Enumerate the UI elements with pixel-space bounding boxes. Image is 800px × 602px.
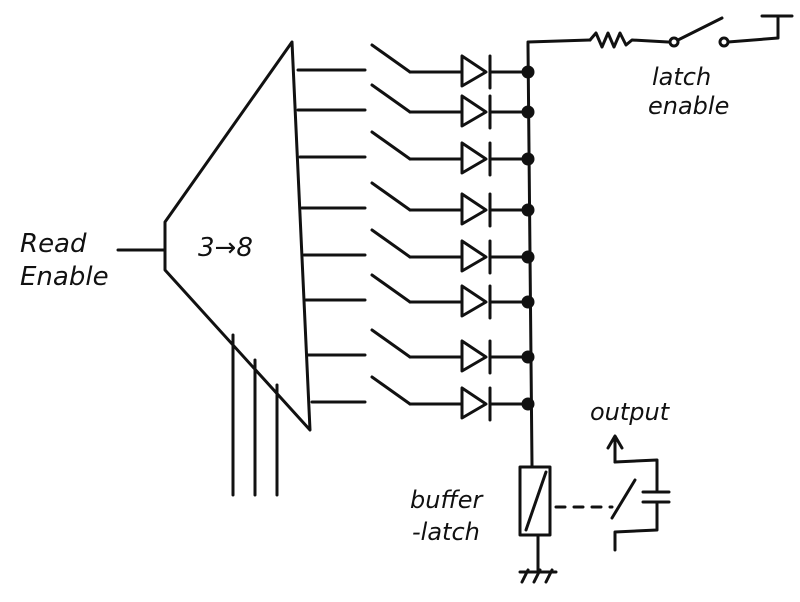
buffer-latch — [518, 463, 614, 584]
buffer-label-1: buffer — [410, 486, 485, 514]
latch-enable-branch — [526, 14, 794, 49]
output-label: output — [590, 398, 671, 426]
diode-rows — [296, 43, 535, 422]
row-switch — [370, 228, 412, 259]
latch-label-1: latch — [652, 63, 711, 91]
junction-dot — [521, 250, 535, 264]
junction-dot — [521, 105, 535, 119]
row-switch — [370, 273, 412, 304]
diode-icon — [460, 386, 488, 420]
diode-icon — [460, 239, 488, 273]
row-switch — [370, 83, 412, 114]
buffer-label-2: -latch — [412, 518, 480, 546]
row-switch — [370, 181, 412, 212]
row-switch — [370, 328, 412, 359]
diode-icon — [460, 284, 488, 318]
diode-icon — [460, 94, 488, 128]
diode-icon — [460, 192, 488, 226]
diode-icon — [460, 339, 488, 373]
switch-lever — [676, 16, 724, 42]
read-label-2: Enable — [20, 262, 109, 292]
diode-icon — [460, 141, 488, 175]
read-label-1: Read — [20, 229, 87, 259]
output-circuit — [606, 434, 671, 552]
decoder-label: 3→8 — [198, 233, 253, 263]
junction-dot — [521, 397, 535, 411]
diode-icon — [460, 54, 488, 88]
row-switch — [370, 130, 412, 161]
decoder-block — [163, 40, 312, 432]
row-switch — [370, 375, 412, 406]
address-lines — [231, 333, 279, 497]
switch-contact — [668, 36, 680, 48]
junction-dot — [521, 203, 535, 217]
latch-label-2: enable — [648, 92, 729, 120]
junction-dot — [521, 65, 535, 79]
output-switch — [610, 478, 637, 520]
junction-dot — [521, 350, 535, 364]
resistor-icon — [588, 31, 670, 49]
junction-dot — [521, 152, 535, 166]
row-switch — [370, 43, 412, 74]
junction-dot — [521, 295, 535, 309]
